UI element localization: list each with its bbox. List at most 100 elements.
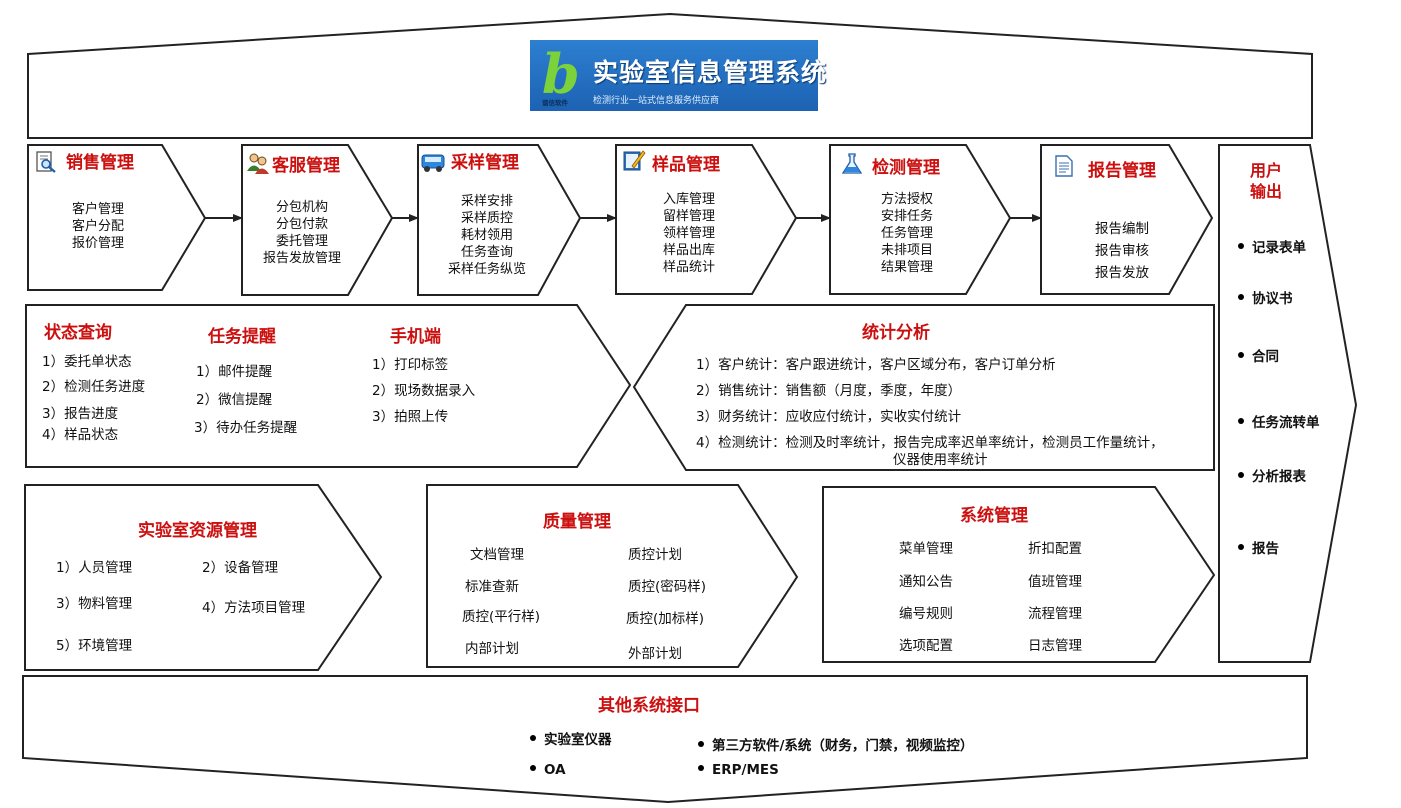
list-item: 方法授权 — [880, 192, 933, 207]
document-icon — [1055, 155, 1073, 177]
list-item: 通知公告 — [899, 574, 953, 590]
interface-item: ERP/MES — [698, 762, 779, 778]
list-item: 报价管理 — [71, 236, 124, 251]
middle-left-chevron — [25, 304, 632, 468]
statistics-list: 1）客户统计：客户跟进统计，客户区域分布，客户订单分析 2）销售统计：销售额（月… — [696, 352, 1164, 456]
magnifier-document-icon — [36, 151, 56, 173]
list-item: 标准查新 — [465, 579, 519, 595]
service-chevron — [241, 144, 394, 296]
testing-chevron — [829, 144, 1012, 295]
list-item: 报告编制 — [1095, 221, 1149, 237]
list-item: 安排任务 — [880, 209, 933, 224]
list-item: 2）检测任务进度 — [42, 379, 146, 395]
interface-item: 第三方软件/系统（财务，门禁，视频监控） — [698, 734, 973, 754]
list-item: 结果管理 — [880, 260, 933, 275]
list-item: 采样质控 — [460, 211, 513, 226]
mobile-list: 1）打印标签 2）现场数据录入 3）拍照上传 — [372, 352, 475, 430]
user-output-item: 记录表单 — [1238, 236, 1306, 256]
lab-resources-title: 实验室资源管理 — [138, 521, 257, 541]
vehicle-icon — [421, 154, 445, 172]
list-item: 质控(加标样) — [626, 611, 705, 627]
list-item: 分包机构 — [275, 200, 328, 215]
user-output-shape — [1218, 144, 1358, 663]
list-item: 5）环境管理 — [56, 638, 133, 654]
logo-letter: b — [542, 42, 580, 106]
list-item: 分包付款 — [275, 217, 328, 232]
list-item: 留样管理 — [662, 209, 715, 224]
people-icon — [247, 153, 269, 174]
list-item: 报告发放管理 — [262, 251, 341, 266]
logo-subtitle: 检测行业一站式信息服务供应商 — [593, 96, 720, 106]
module-title-report: 报告管理 — [1088, 161, 1156, 181]
user-output-item: 协议书 — [1238, 287, 1293, 307]
user-output-item: 分析报表 — [1238, 465, 1306, 485]
interfaces-banner-shape — [22, 675, 1308, 804]
list-item: 3）财务统计：应收应付统计，实收实付统计 — [696, 409, 962, 425]
list-item: 2）设备管理 — [202, 560, 279, 576]
list-item: 1）邮件提醒 — [196, 364, 273, 380]
list-item: 样品统计 — [662, 260, 715, 275]
sales-chevron — [27, 144, 207, 291]
user-output-title-line2: 输出 — [1249, 182, 1282, 201]
list-item: 1）客户统计：客户跟进统计，客户区域分布，客户订单分析 — [696, 357, 1056, 373]
list-item: 客户分配 — [71, 219, 124, 234]
list-item: 1）人员管理 — [56, 560, 133, 576]
module-title-sampling: 采样管理 — [451, 153, 519, 173]
list-item: 任务管理 — [880, 226, 933, 241]
list-item: 1）委托单状态 — [42, 354, 132, 370]
list-item: 3）待办任务提醒 — [194, 420, 298, 436]
statistics-continuation: 仪器使用率统计 — [893, 452, 988, 468]
mobile-title: 手机端 — [390, 327, 441, 347]
status-query-title: 状态查询 — [44, 323, 112, 343]
list-item: 3）拍照上传 — [372, 409, 449, 425]
flask-icon — [841, 153, 863, 174]
interface-item: OA — [530, 762, 566, 778]
lab-resources-chevron — [24, 484, 383, 671]
list-item: 2）微信提醒 — [196, 392, 273, 408]
list-item: 流程管理 — [1028, 606, 1082, 622]
list-item: 菜单管理 — [899, 541, 953, 557]
header-banner-shape — [27, 12, 1313, 139]
user-output-item: 合同 — [1238, 345, 1279, 365]
list-item: 文档管理 — [470, 547, 524, 563]
quality-title: 质量管理 — [543, 512, 611, 532]
task-reminder-list: 1）邮件提醒 2）微信提醒 3）待办任务提醒 — [194, 358, 297, 442]
list-item: 入库管理 — [662, 192, 715, 207]
list-item: 3）物料管理 — [56, 596, 133, 612]
list-item: 采样任务纵览 — [447, 262, 526, 277]
status-query-list: 1）委托单状态 2）检测任务进度 3）报告进度 4）样品状态 — [42, 350, 145, 448]
report-chevron — [1040, 144, 1214, 295]
module-title-sales: 销售管理 — [66, 153, 134, 173]
list-item: 4）方法项目管理 — [202, 600, 306, 616]
list-item: 内部计划 — [465, 641, 519, 657]
module-title-testing: 检测管理 — [872, 158, 940, 178]
user-output-title: 用户 输出 — [1232, 160, 1300, 202]
list-item: 日志管理 — [1028, 638, 1082, 654]
list-item: 选项配置 — [899, 638, 953, 654]
task-reminder-title: 任务提醒 — [208, 327, 276, 347]
list-item: 任务查询 — [460, 245, 513, 260]
statistics-shape — [632, 304, 1215, 471]
list-item: 外部计划 — [628, 646, 682, 662]
user-output-item: 报告 — [1238, 537, 1279, 557]
list-item: 耗材领用 — [460, 228, 513, 243]
list-item: 质控计划 — [628, 547, 682, 563]
list-item: 2）销售统计：销售额（月度，季度，年度） — [696, 383, 962, 399]
list-item: 质控(平行样) — [462, 609, 541, 625]
logo-brand: 谱信软件 — [542, 99, 568, 107]
list-item: 2）现场数据录入 — [372, 383, 476, 399]
interface-item: 实验室仪器 — [530, 728, 612, 748]
pencil-note-icon — [623, 150, 646, 171]
module-items-sales: 客户管理 客户分配 报价管理 — [40, 201, 156, 252]
list-item: 4）检测统计：检测及时率统计，报告完成率迟单率统计，检测员工作量统计， — [696, 435, 1164, 451]
list-item: 1）打印标签 — [372, 357, 449, 373]
sampling-chevron — [417, 144, 582, 296]
list-item: 质控(密码样) — [628, 579, 707, 595]
list-item: 报告发放 — [1095, 265, 1149, 281]
user-output-title-line1: 用户 — [1249, 161, 1282, 180]
module-items-service: 分包机构 分包付款 委托管理 报告发放管理 — [248, 199, 356, 267]
list-item: 采样安排 — [460, 194, 513, 209]
module-items-report: 报告编制 报告审核 报告发放 — [1074, 218, 1170, 284]
list-item: 报告审核 — [1095, 243, 1149, 259]
